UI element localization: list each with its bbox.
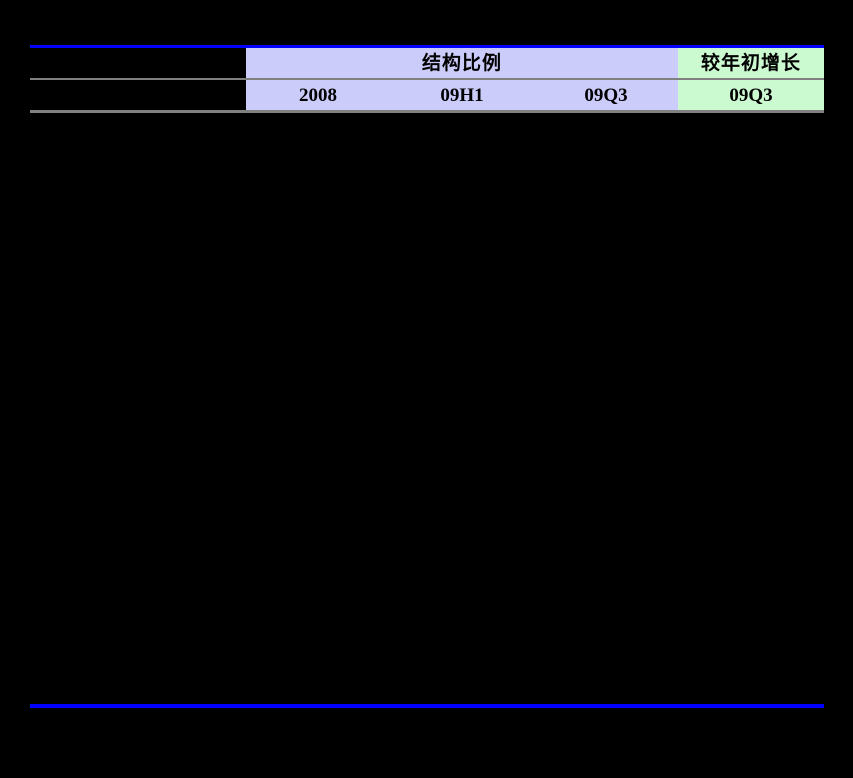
column-group-growth-band-row2	[678, 80, 824, 110]
table-header: 结构比例 较年初增长 2008 09H1 09Q3 09Q3	[30, 48, 824, 110]
table-body-empty	[30, 113, 824, 704]
column-group-structure-band-row1	[246, 48, 678, 78]
column-header-structure-09q3: 09Q3	[584, 84, 628, 106]
header-row-separator-rule	[30, 78, 824, 80]
column-header-structure-09h1: 09H1	[440, 84, 484, 106]
column-header-growth-09q3: 09Q3	[729, 84, 773, 106]
footer-area	[0, 708, 853, 778]
column-group-structure-band-row2	[246, 80, 678, 110]
column-group-growth-band-row1	[678, 48, 824, 78]
column-header-structure-2008: 2008	[299, 84, 337, 106]
column-group-label-growth: 较年初增长	[700, 51, 801, 74]
table-bottom-rule	[30, 704, 824, 708]
column-group-label-structure: 结构比例	[421, 51, 502, 74]
header-bottom-rule	[30, 110, 824, 113]
table-top-rule	[30, 45, 824, 48]
